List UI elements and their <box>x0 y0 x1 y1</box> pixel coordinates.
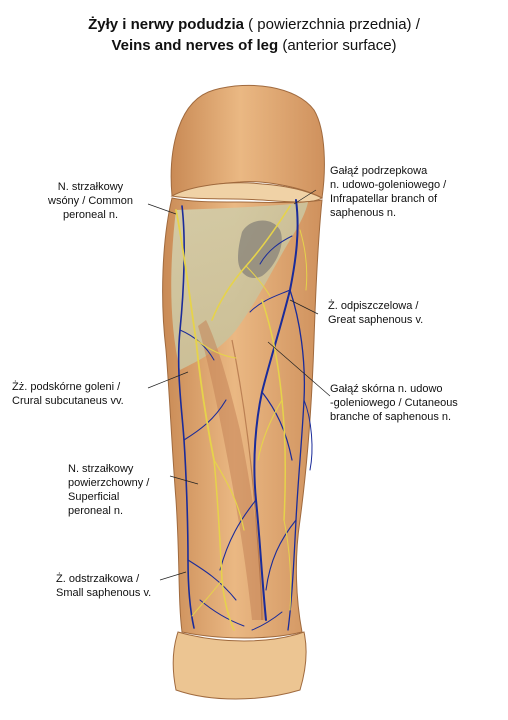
label-superficial-peroneal: N. strzałkowy powierzchowny / Superficia… <box>68 462 149 518</box>
superficial-peroneal-nerve <box>213 459 235 631</box>
label-line: Great saphenous v. <box>328 314 424 326</box>
label-line: Superficial <box>68 491 120 503</box>
label-crural-subcutaneous: Żż. podskórne goleni / Crural subcutaneu… <box>12 380 124 408</box>
nerves <box>175 205 308 631</box>
label-line: Infrapatellar branch of <box>330 193 438 205</box>
label-cutaneous-branch: Gałąź skórna n. udowo -goleniowego / Cut… <box>330 382 458 424</box>
top-cut-edge <box>170 182 324 203</box>
label-line: peroneal n. <box>62 209 119 221</box>
label-line: Gałąź podrzepkowa <box>330 165 428 177</box>
label-infrapatellar: Gałąź podrzepkowa n. udowo-goleniowego /… <box>330 164 446 220</box>
label-line: Ż. odstrzałkowa / <box>56 573 140 585</box>
label-line: peroneal n. <box>68 505 124 517</box>
tibia-shading <box>198 320 266 620</box>
label-great-saphenous: Ż. odpiszczelowa / Great saphenous v. <box>328 299 423 327</box>
label-line: branche of saphenous n. <box>330 411 452 423</box>
crural-subcutaneous-vein <box>177 205 195 629</box>
label-small-saphenous: Ż. odstrzałkowa / Small saphenous v. <box>56 572 151 600</box>
title-line2-bold: Veins and nerves of leg <box>111 37 279 54</box>
veins <box>177 199 313 631</box>
label-line: N. strzałkowy <box>57 181 124 193</box>
leader-lines <box>147 189 331 581</box>
title-line1-bold: Żyły i nerwy podudzia <box>88 16 244 33</box>
label-line: n. udowo-goleniowego / <box>330 179 447 191</box>
label-line: -goleniowego / Cutaneous <box>330 397 458 409</box>
bottom-cuff <box>172 631 307 700</box>
label-line: Crural subcutaneus vv. <box>12 395 124 407</box>
label-line: saphenous n. <box>330 207 397 219</box>
title-line1-normal: ( powierzchnia przednia) / <box>243 16 420 33</box>
label-line: Ż. odpiszczelowa / <box>328 300 419 312</box>
title-line2-normal: (anterior surface) <box>278 37 397 54</box>
label-line: Gałąź skórna n. udowo <box>330 383 443 395</box>
top-skin-cap <box>170 84 325 199</box>
label-line: Żż. podskórne goleni / <box>12 381 121 393</box>
label-common-peroneal: N. strzałkowy wsóny / Common peroneal n. <box>48 180 133 222</box>
shin-ridge <box>231 339 263 621</box>
page-title: Żyły i nerwy podudzia ( powierzchnia prz… <box>0 14 508 56</box>
label-line: powierzchowny / <box>68 477 150 489</box>
label-line: N. strzałkowy <box>68 463 134 475</box>
label-line: Small saphenous v. <box>56 587 152 599</box>
label-line: wsóny / Common <box>48 195 133 207</box>
